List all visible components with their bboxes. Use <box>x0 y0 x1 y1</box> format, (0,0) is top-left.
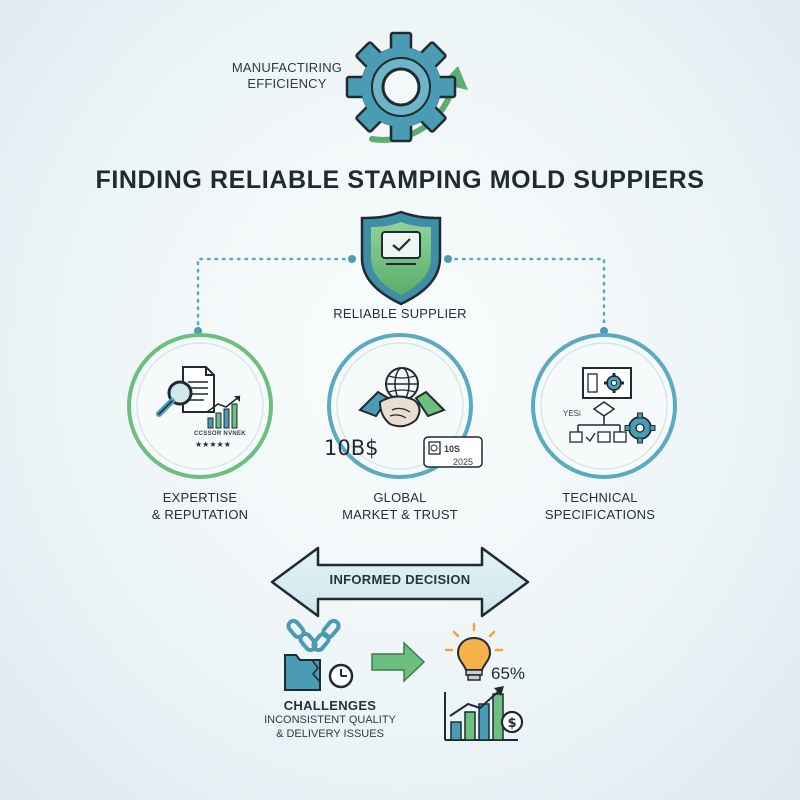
challenges-line2: & DELIVERY ISSUES <box>276 728 384 740</box>
connector-node <box>348 255 356 263</box>
challenges-title: CHALLENGES <box>283 698 377 713</box>
flow-yes-label: YESi <box>563 409 581 418</box>
shield-check-icon <box>360 210 442 306</box>
informed-decision-label: INFORMED DECISION <box>329 572 471 587</box>
efficiency-label-line2: EFFICIENCY <box>247 76 327 91</box>
pillar-label-line2: & REPUTATION <box>151 507 249 522</box>
folder-icon <box>284 654 321 691</box>
pillar-label-line2: MARKET & TRUST <box>342 507 458 522</box>
pillar-label-line2: SPECIFICATIONS <box>544 507 656 522</box>
challenges-line1: INCONSISTENT QUALITY <box>264 714 396 726</box>
certificate-badge-icon <box>423 436 483 468</box>
connector-node <box>444 255 452 263</box>
efficiency-label: MANUFACTIRING EFFICIENCY <box>222 60 352 92</box>
clock-icon <box>328 663 354 689</box>
svg-text:$: $ <box>507 716 516 731</box>
dollar-coin-icon: $ <box>500 710 524 734</box>
badge-year: 2025 <box>453 457 474 467</box>
rating-caption: CCSSOR NVNEK <box>194 431 246 437</box>
star-rating-icon: ★★★★★ <box>195 440 231 449</box>
gear-icon <box>345 31 457 143</box>
outcome-percentage: 65% <box>491 664 526 683</box>
right-arrow-icon <box>371 641 426 683</box>
svg-text:★★★★★: ★★★★★ <box>195 440 231 449</box>
broken-chain-icon <box>286 618 341 653</box>
handshake-globe-icon <box>358 367 446 428</box>
efficiency-label-line1: MANUFACTIRING <box>231 60 343 75</box>
gear-cycle-icon <box>345 31 468 143</box>
growth-bars-icon <box>206 395 241 429</box>
lightbulb-icon <box>444 622 504 681</box>
badge-caption: 10S <box>444 444 461 454</box>
pillar-label-line1: TECHNICAL <box>562 490 638 505</box>
pillar-label-line1: GLOBAL <box>373 490 427 505</box>
connector-node <box>600 327 608 335</box>
pillar-label-expertise: EXPERTISE & REPUTATION <box>115 489 285 523</box>
challenges-block: CHALLENGES INCONSISTENT QUALITY & DELIVE… <box>255 698 405 741</box>
informed-decision-arrow <box>270 546 530 618</box>
pillar-label-technical: TECHNICAL SPECIFICATIONS <box>515 489 685 523</box>
challenges-description: INCONSISTENT QUALITY & DELIVERY ISSUES <box>255 713 405 741</box>
blueprint-gears-icon <box>569 367 656 444</box>
pillar-label-global: GLOBAL MARKET & TRUST <box>305 489 495 523</box>
pillar-label-line1: EXPERTISE <box>162 490 238 505</box>
market-value: 10B$ <box>324 436 379 460</box>
document-magnifier-icon <box>156 366 215 417</box>
reliable-supplier-label: RELIABLE SUPPLIER <box>333 306 467 321</box>
page-title: FINDING RELIABLE STAMPING MOLD SUPPIERS <box>95 166 705 194</box>
dotted-connectors <box>196 257 606 332</box>
